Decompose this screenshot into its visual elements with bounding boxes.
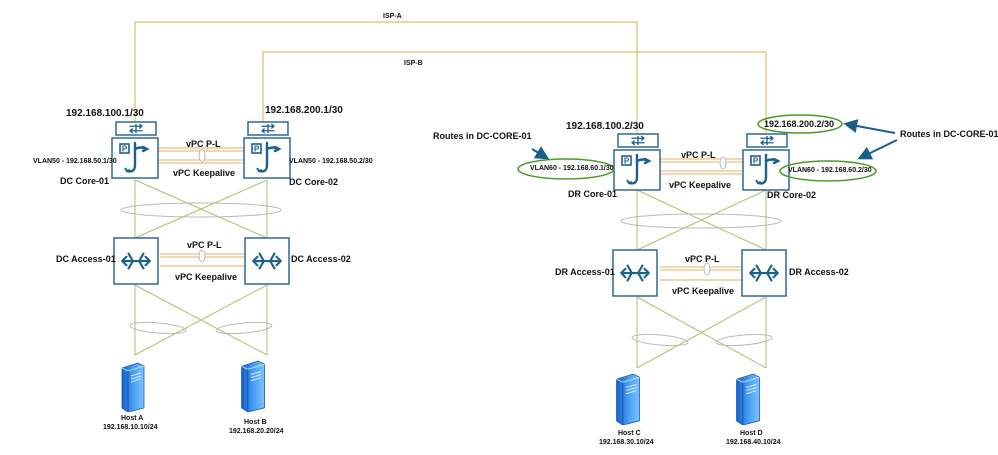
dc-core-01-device[interactable]: [111, 121, 159, 179]
dc-core-vpc-peer-link-label: vPC P-L: [186, 139, 221, 149]
dc-access-02-device[interactable]: [244, 237, 290, 285]
dc-core-vpc-keepalive-label: vPC Keepalive: [173, 168, 236, 178]
dr-core-02-vlan: VLAN60 - 192.168.60.2/30: [788, 167, 872, 174]
dc-links: [134, 179, 268, 356]
right-callout-text: Routes in DC-CORE-01: [900, 129, 998, 139]
dr-access-02-label: DR Access-02: [789, 267, 849, 277]
host-c-server-icon: [616, 373, 640, 425]
dc-core-01-label: DC Core-01: [60, 176, 110, 186]
isp-a-link: [134, 21, 638, 135]
dc-core-02-label: DC Core-02: [289, 177, 339, 187]
dr-core-01-vlan: VLAN60 - 192.168.60.1/30: [530, 165, 614, 172]
highlight-dr-core2-vlan: [779, 160, 877, 182]
dc-access-01-label: DC Access-01: [56, 254, 116, 264]
host-b-ip: 192.168.20.20/24: [229, 428, 284, 435]
isp-a-label: ISP-A: [383, 13, 402, 20]
dc-access-vpc-keepalive-label: vPC Keepalive: [175, 272, 238, 282]
highlight-dr-core1-vlan: [517, 158, 615, 180]
dr-links: [636, 189, 767, 369]
host-d-name: Host D: [740, 430, 763, 437]
host-a-name: Host A: [121, 415, 144, 422]
left-callout-arrow: [531, 146, 550, 160]
dr-core-01-device[interactable]: [613, 133, 661, 191]
dc-core-01-wan-ip: 192.168.100.1/30: [66, 108, 144, 119]
dr-access-01-device[interactable]: [612, 249, 658, 297]
dr-access-01-label: DR Access-01: [555, 267, 615, 277]
left-callout-text: Routes in DC-CORE-01: [433, 131, 532, 141]
dr-core-01-label: DR Core-01: [568, 189, 618, 199]
highlight-dr-core2-wan: [757, 114, 843, 134]
dr-core-02-label: DR Core-02: [767, 190, 817, 200]
dc-access-02-label: DC Access-02: [291, 254, 351, 264]
dr-access-02-device[interactable]: [741, 249, 787, 297]
dr-core-02-device[interactable]: [742, 133, 790, 191]
dr-core-02-wan-ip: 192.168.200.2/30: [764, 119, 835, 129]
dr-host-d-portchannel-ellipse: [715, 333, 773, 347]
dc-core-02-vlan: VLAN50 - 192.168.50.2/30: [289, 158, 373, 165]
host-a-server-icon: [121, 362, 145, 412]
dc-core-01-vlan: VLAN50 - 192.168.50.1/30: [33, 158, 117, 165]
isp-b-link: [262, 51, 767, 135]
dc-host-b-portchannel-ellipse: [215, 321, 273, 335]
isp-b-label: ISP-B: [404, 60, 423, 67]
dc-access-01-device[interactable]: [113, 237, 159, 285]
host-d-ip: 192.168.40.10/24: [726, 439, 781, 446]
dc-host-a-portchannel-ellipse: [129, 321, 187, 335]
host-c-name: Host C: [618, 430, 641, 437]
host-b-server-icon: [241, 360, 265, 412]
host-c-ip: 192.168.30.10/24: [599, 439, 654, 446]
dr-core-01-wan-ip: 192.168.100.2/30: [566, 121, 644, 132]
host-a-ip: 192.168.10.10/24: [103, 424, 158, 431]
right-callout-arrow-top: [843, 119, 896, 134]
dr-access-vpc-links: [660, 266, 742, 281]
right-callout-arrow-bottom: [857, 139, 898, 160]
host-d-server-icon: [736, 373, 760, 425]
dc-core-02-wan-ip: 192.168.200.1/30: [265, 105, 343, 116]
dr-core-vpc-links: [657, 158, 745, 175]
dc-core-portchannel-ellipse: [120, 202, 282, 218]
host-b-name: Host B: [244, 419, 267, 426]
dr-core-vpc-peer-link-label: vPC P-L: [681, 150, 716, 160]
dc-core-02-device[interactable]: [243, 121, 291, 179]
dr-access-vpc-keepalive-label: vPC Keepalive: [672, 286, 735, 296]
dr-access-vpc-peer-link-label: vPC P-L: [685, 254, 720, 264]
dr-host-c-portchannel-ellipse: [631, 333, 689, 347]
dr-core-portchannel-ellipse: [620, 213, 782, 229]
dc-access-vpc-peer-link-label: vPC P-L: [187, 240, 222, 250]
dr-core-vpc-keepalive-label: vPC Keepalive: [669, 180, 732, 190]
